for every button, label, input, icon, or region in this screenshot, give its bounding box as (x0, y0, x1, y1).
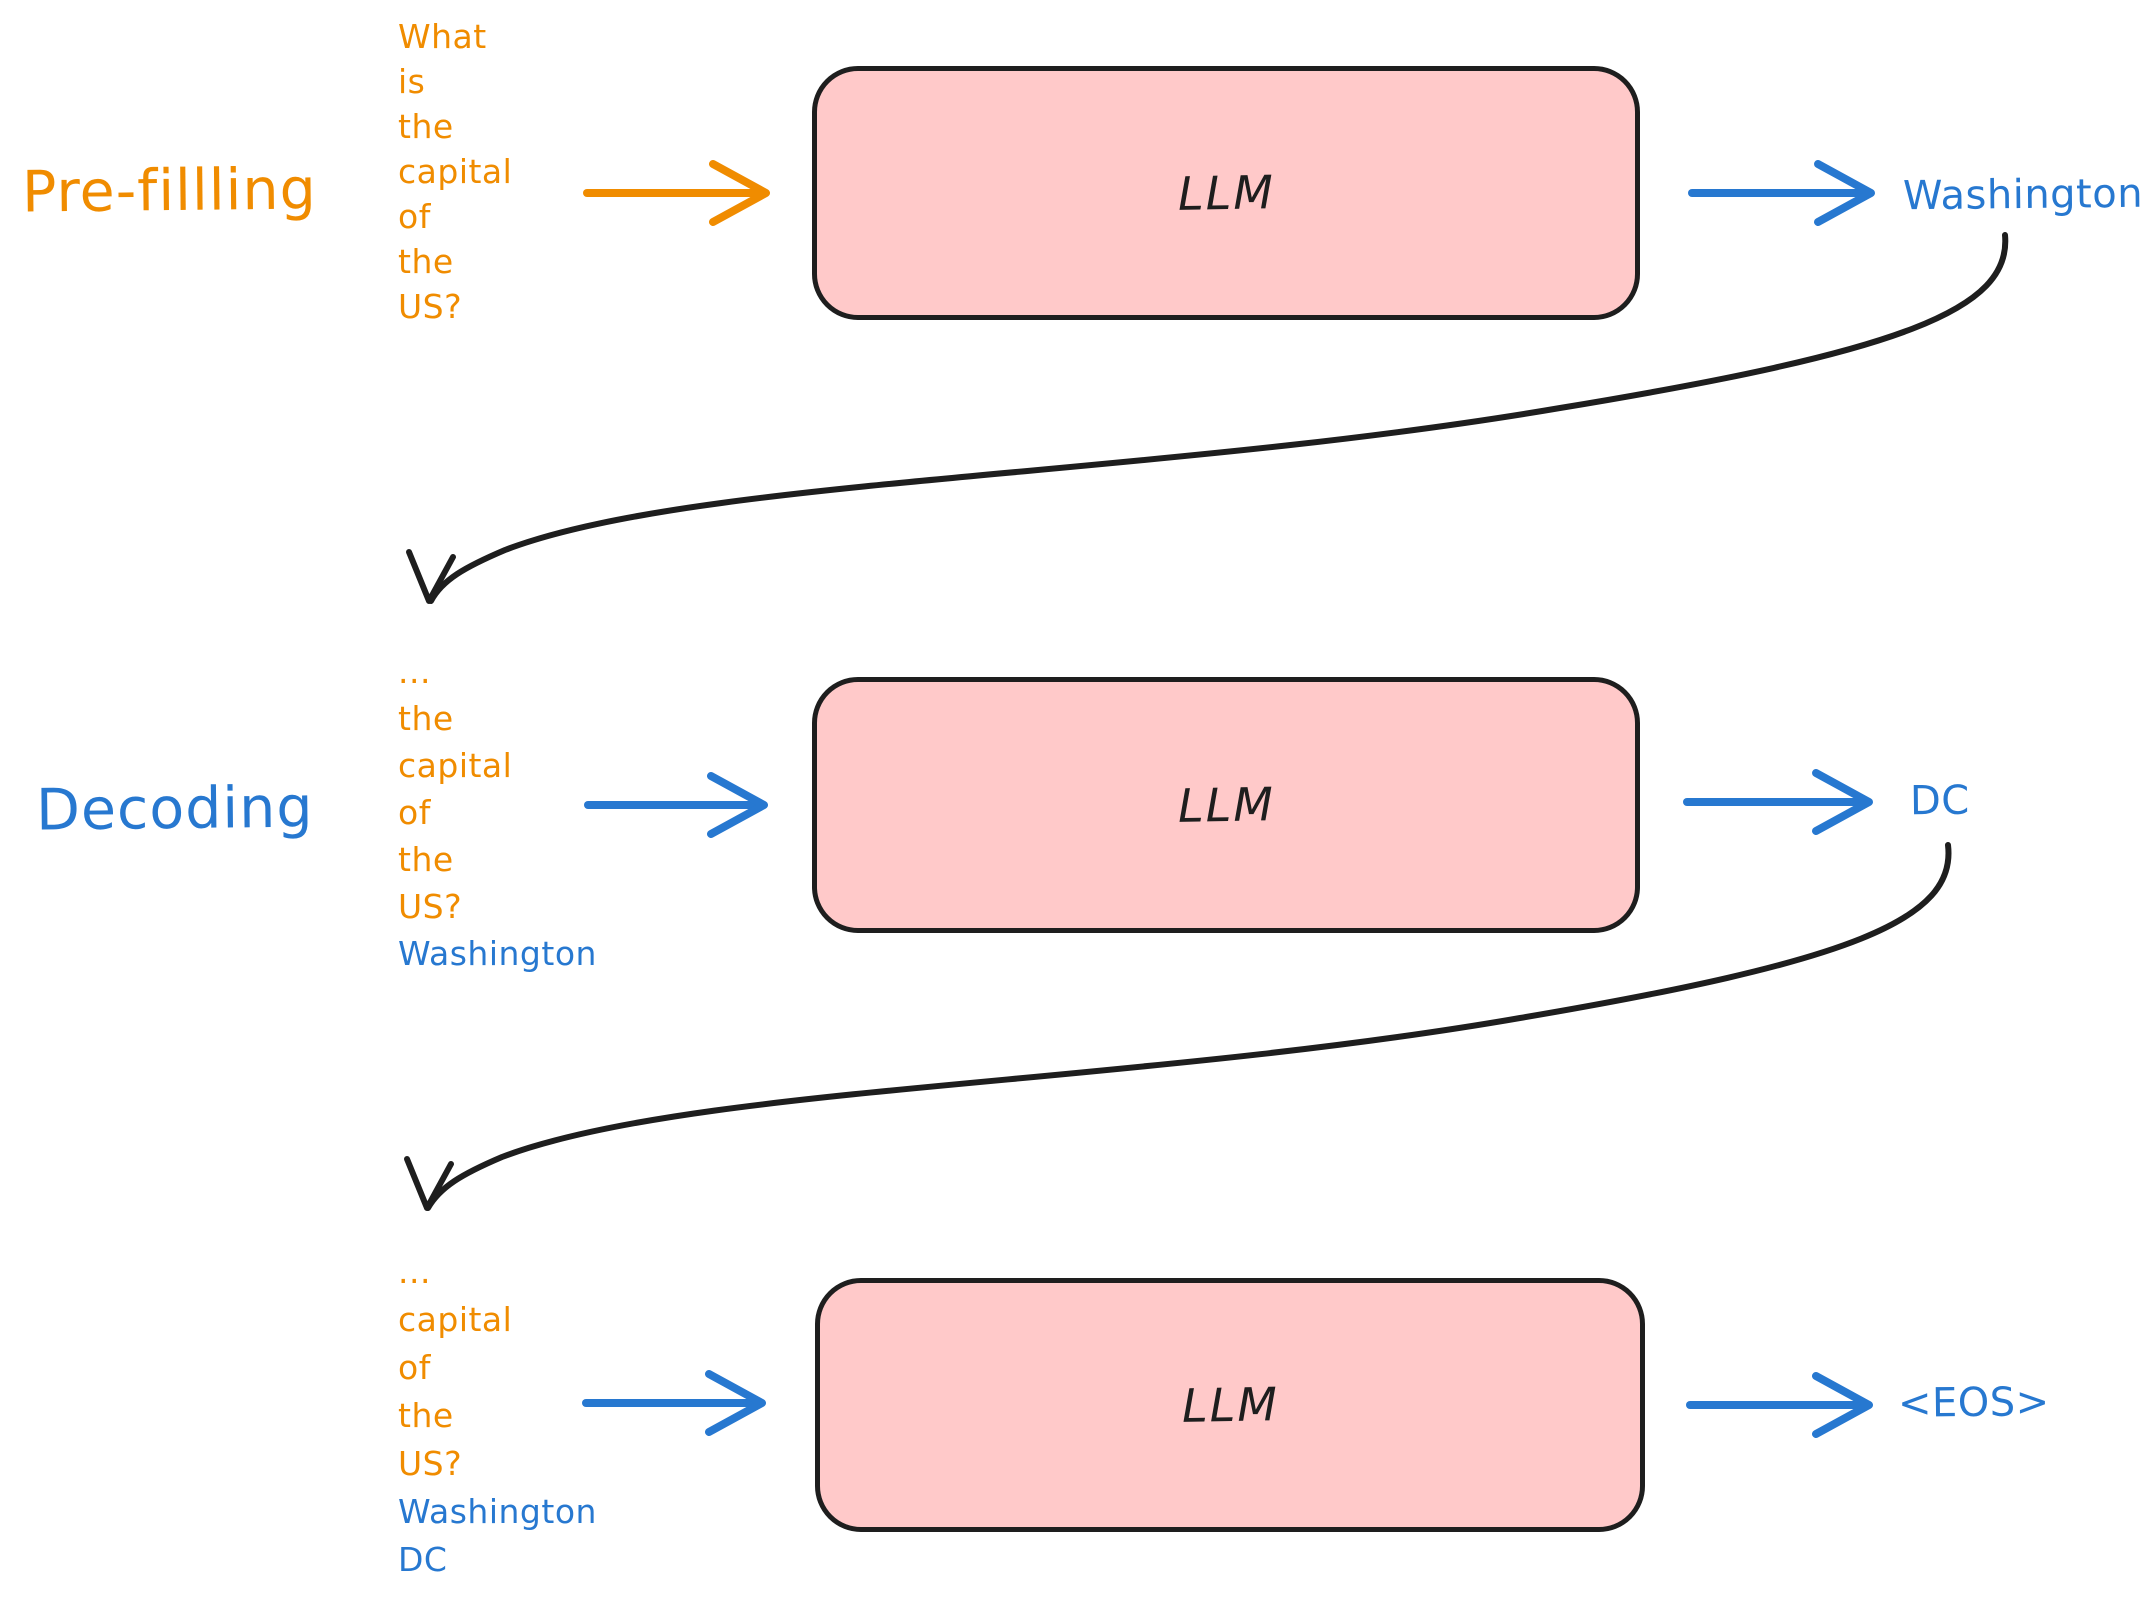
prompt-token: US? (398, 887, 463, 926)
prompt-token: of (398, 1348, 431, 1387)
prompt-token: the (398, 840, 454, 879)
prompt-token: capital (398, 746, 513, 785)
prompt-token: the (398, 699, 454, 738)
generated-token: Washington (398, 934, 597, 973)
generated-token: DC (398, 1540, 448, 1579)
prompt-token: capital (398, 1300, 513, 1339)
prefill-output-arrow (1688, 160, 1875, 226)
prefill-input-arrow (583, 160, 770, 226)
output-token-eos: <EOS> (1897, 1379, 2050, 1427)
prompt-token: US? (398, 1444, 463, 1483)
generated-token: Washington (398, 1492, 597, 1531)
prompt-token: the (398, 242, 454, 281)
decode2-input-arrow (582, 1370, 766, 1436)
prompt-column-decode-2: ... capital of the US? Washington DC (398, 1248, 597, 1584)
llm-box-label: LLM (1177, 165, 1275, 221)
decode2-output-arrow (1686, 1372, 1873, 1438)
output-token-washington: Washington (1902, 170, 2143, 220)
prompt-token: of (398, 197, 431, 236)
decode1-input-arrow (584, 772, 768, 838)
llm-box-label: LLM (1177, 777, 1275, 833)
prompt-token: the (398, 107, 454, 146)
prompt-token: ... (398, 652, 431, 691)
prompt-token: ... (398, 1252, 431, 1291)
decode1-output-arrow (1683, 769, 1873, 835)
prompt-token: What (398, 17, 487, 56)
llm-box-label: LLM (1181, 1377, 1279, 1433)
prompt-token: capital (398, 152, 513, 191)
prompt-token: the (398, 1396, 454, 1435)
stage-label-decoding: Decoding (35, 774, 314, 844)
prompt-token: US? (398, 287, 463, 326)
llm-box-decode-1: LLM (812, 677, 1640, 933)
prompt-token: of (398, 793, 431, 832)
prompt-column-decode-1: ... the capital of the US? Washington (398, 648, 597, 977)
llm-box-decode-2: LLM (815, 1278, 1645, 1532)
stage-label-prefilling: Pre-fillling (21, 156, 318, 226)
llm-box-prefill: LLM (812, 66, 1640, 320)
output-token-dc: DC (1909, 777, 1970, 825)
prompt-column-prefill: What is the capital of the US? (398, 14, 512, 329)
prompt-token: is (398, 62, 426, 101)
